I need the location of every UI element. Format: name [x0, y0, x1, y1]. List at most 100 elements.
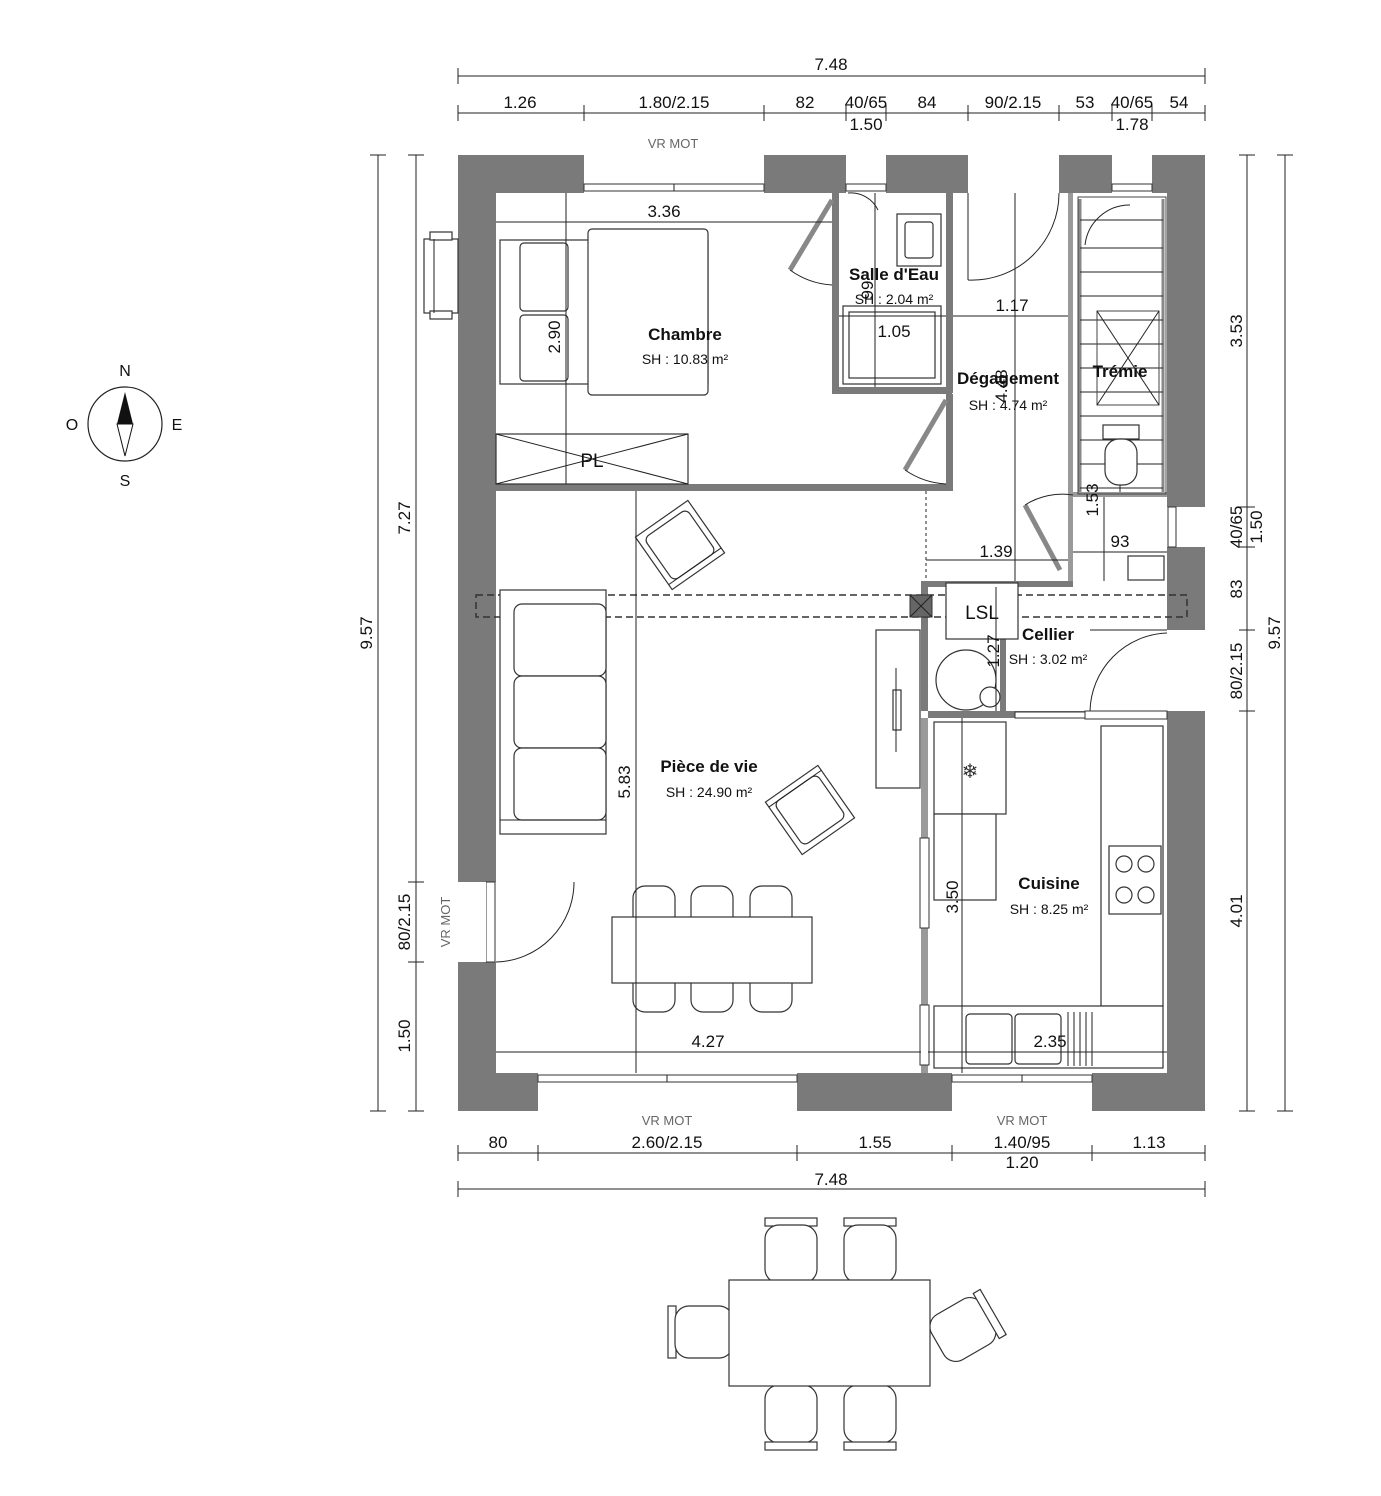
right-dim-1: 3.53	[1227, 314, 1246, 347]
compass-west: O	[66, 417, 78, 434]
windows	[537, 183, 1177, 1083]
fridge	[933, 721, 1007, 815]
bottom-overall-dim: 7.48	[814, 1170, 847, 1189]
outside-bench	[423, 231, 459, 320]
cellier: LSL 1.27 Cellier SH : 3.02 m²	[935, 582, 1088, 711]
degagement-height-dim: 4.48	[992, 369, 1011, 402]
cuisine-area: SH : 8.25 m²	[1010, 901, 1089, 917]
cuisine-height-dim: 3.50	[943, 880, 962, 913]
piece-vie-area: SH : 24.90 m²	[666, 784, 753, 800]
salle-eau-name: Salle d'Eau	[849, 265, 939, 284]
armchair-2	[764, 764, 856, 856]
top-dim-7: 53	[1076, 93, 1095, 112]
degagement-area: SH : 4.74 m²	[969, 397, 1048, 413]
top-dim-8b: 1.78	[1115, 115, 1148, 134]
compass: N S E O	[66, 363, 183, 490]
top-dim-9: 54	[1170, 93, 1189, 112]
right-overall-dim: 9.57	[1265, 616, 1284, 649]
left-overall-dim: 9.57	[357, 616, 376, 649]
kitchen-sink	[965, 1013, 1013, 1065]
cellier-name: Cellier	[1022, 625, 1074, 644]
degagement-name: Dégagement	[957, 369, 1059, 388]
closet-label: PL	[580, 451, 603, 472]
bottom-dim-3: 1.55	[858, 1133, 891, 1152]
sde-height-dim: 99	[858, 281, 877, 300]
piece-vie-name: Pièce de vie	[660, 757, 757, 776]
chambre-area: SH : 10.83 m²	[642, 351, 729, 367]
right-dim-2: 40/65	[1227, 506, 1246, 549]
outer-walls	[458, 155, 1205, 1111]
right-dimensions: 3.53 40/65 1.50 83 80/2.15 4.01 9.57	[1227, 154, 1293, 1112]
beam	[475, 594, 1188, 618]
sde-width-dim: 1.05	[877, 322, 910, 341]
vie-width-dim: 4.27	[691, 1032, 724, 1051]
vr-label-bottom-1: VR MOT	[642, 1113, 693, 1128]
salle-eau: 99 1.05 Salle d'Eau SH : 2.04 m²	[839, 193, 946, 387]
wc-sink	[1127, 555, 1165, 581]
vie-height-dim: 5.83	[615, 765, 634, 798]
right-dim-4: 80/2.15	[1227, 643, 1246, 700]
chambre-name: Chambre	[648, 325, 722, 344]
degagement: 1.17 4.48 Dégagement SH : 4.74 m² 1.39	[925, 193, 1068, 581]
top-dim-1: 1.26	[503, 93, 536, 112]
bottom-dim-1: 80	[489, 1133, 508, 1152]
top-dim-5: 84	[918, 93, 937, 112]
right-dim-3: 83	[1227, 580, 1246, 599]
vr-label-bottom-2: VR MOT	[997, 1113, 1048, 1128]
piece-de-vie: 5.83 4.27 Pièce de vie SH : 24.90 m²	[496, 491, 921, 1073]
left-dim-1: 7.27	[395, 501, 414, 534]
compass-north: N	[119, 363, 131, 380]
cellier-height-dim: 1.27	[984, 634, 1003, 667]
vr-label-left: VR MOT	[438, 897, 453, 948]
chambre: PL 3.36 2.90 Chambre SH : 10.83 m²	[495, 193, 832, 485]
tremie: Trémie 1.53 93	[1073, 196, 1167, 581]
cellier-area: SH : 3.02 m²	[1009, 651, 1088, 667]
snowflake-icon: ❄	[962, 759, 979, 783]
vr-label-top: VR MOT	[648, 136, 699, 151]
top-dim-4: 40/65	[845, 93, 888, 112]
tv	[892, 689, 902, 731]
sofa	[499, 589, 607, 835]
wc-width-dim: 93	[1111, 532, 1130, 551]
bottom-dim-2: 2.60/2.15	[632, 1133, 703, 1152]
top-dim-8: 40/65	[1111, 93, 1154, 112]
left-dim-2: 80/2.15	[395, 894, 414, 951]
compass-east: E	[172, 417, 183, 434]
top-overall-dim: 7.48	[814, 55, 847, 74]
bottom-dim-4: 1.40/95	[994, 1133, 1051, 1152]
left-dim-3: 1.50	[395, 1019, 414, 1052]
hall-width-dim: 1.39	[979, 542, 1012, 561]
compass-south: S	[120, 473, 131, 490]
sink-drainer	[1067, 1012, 1093, 1066]
armchair-1	[634, 499, 726, 591]
top-dim-4b: 1.50	[849, 115, 882, 134]
lsl-label: LSL	[965, 603, 999, 624]
cooktop	[1108, 845, 1162, 915]
washing-machine	[945, 582, 1019, 640]
right-dim-5: 4.01	[1227, 894, 1246, 927]
degagement-width-dim: 1.17	[995, 296, 1028, 315]
cuisine-name: Cuisine	[1018, 874, 1079, 893]
toilet	[1102, 424, 1140, 440]
bottom-dim-5: 1.13	[1132, 1133, 1165, 1152]
right-dim-2b: 1.50	[1247, 510, 1266, 543]
bottom-dim-4b: 1.20	[1005, 1153, 1038, 1172]
salle-eau-area: SH : 2.04 m²	[855, 291, 934, 307]
top-dim-2: 1.80/2.15	[639, 93, 710, 112]
cuisine: ❄ 3.50 2.35 Cuisine SH : 8.25 m²	[928, 718, 1167, 1073]
chambre-width-dim: 3.36	[647, 202, 680, 221]
doors	[458, 192, 1168, 963]
cuisine-width-dim: 2.35	[1033, 1032, 1066, 1051]
chambre-bed-dim: 2.90	[545, 320, 564, 353]
outdoor-dining-set	[667, 1217, 1007, 1451]
top-dim-3: 82	[796, 93, 815, 112]
dining-table	[611, 885, 813, 1013]
left-dimensions: 9.57 7.27 80/2.15 1.50 VR MOT	[357, 154, 453, 1112]
wc-height-dim: 1.53	[1083, 483, 1102, 516]
top-dimensions: 7.48 1.26 1.80/2.15 82 40/65 1.50 84 90/…	[457, 55, 1206, 151]
bottom-dimensions: VR MOT VR MOT 80 2.60/2.15 1.55 1.40/95 …	[457, 1113, 1206, 1197]
outdoor-table	[728, 1279, 931, 1387]
tremie-name: Trémie	[1093, 362, 1148, 381]
top-dim-6: 90/2.15	[985, 93, 1042, 112]
